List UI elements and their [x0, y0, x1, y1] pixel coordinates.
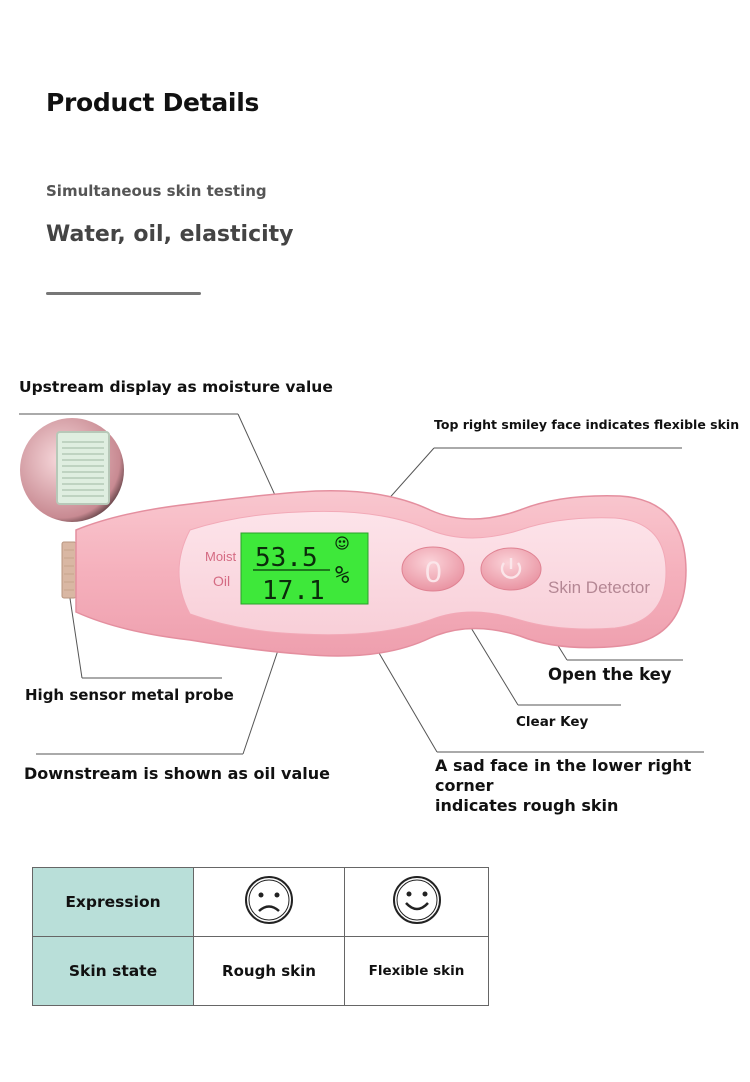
oil-label: Oil [213, 573, 230, 589]
moist-label: Moist [205, 549, 236, 564]
lcd-smiley-icon [335, 536, 349, 550]
clear-key-button[interactable]: 0 [401, 546, 465, 592]
power-key-button[interactable] [480, 547, 542, 591]
table-row: Skin state Rough skin Flexible skin [32, 936, 489, 1006]
row-header-expression: Expression [32, 867, 194, 937]
annotation-sad-face-line2: indicates rough skin [435, 796, 619, 815]
rough-skin-cell: Rough skin [193, 936, 345, 1006]
lcd-moisture-value: 53.5 [255, 543, 318, 573]
sad-face-icon [245, 876, 293, 924]
expression-legend-table: Expression Skin state Rough skin Flexibl… [32, 867, 489, 1006]
subtitle: Simultaneous skin testing [46, 182, 267, 200]
lcd-display [240, 532, 369, 605]
table-row: Expression [32, 867, 489, 937]
annotation-open-key: Open the key [548, 665, 672, 684]
power-icon [500, 558, 522, 579]
flexible-skin-cell: Flexible skin [344, 936, 489, 1006]
annotation-downstream: Downstream is shown as oil value [24, 764, 330, 783]
row-header-skin-state: Skin state [32, 936, 194, 1006]
smiley-face-icon [392, 876, 441, 924]
clear-key-glyph: 0 [425, 556, 442, 589]
page-title: Product Details [46, 88, 260, 117]
happy-face-cell [344, 867, 489, 937]
tagline: Water, oil, elasticity [46, 222, 294, 247]
probe-closeup-inset [20, 418, 124, 522]
annotation-sad-face-line1: A sad face in the lower right corner [435, 756, 692, 795]
skin-detector-illustration: Moist Oil 53.5 17.1 % 0 Skin Detector [19, 413, 704, 755]
annotation-probe: High sensor metal probe [25, 686, 234, 704]
annotation-top-right: Top right smiley face indicates flexible… [434, 417, 740, 432]
divider [46, 292, 201, 295]
annotation-clear-key: Clear Key [516, 714, 589, 730]
annotation-sad-face: A sad face in the lower right corner ind… [435, 756, 750, 816]
lcd-oil-value: 17.1 [262, 576, 325, 606]
lcd-unit: % [335, 561, 350, 589]
annotation-upstream: Upstream display as moisture value [19, 378, 333, 396]
brand-text: Skin Detector [548, 578, 650, 597]
sad-face-cell [193, 867, 345, 937]
